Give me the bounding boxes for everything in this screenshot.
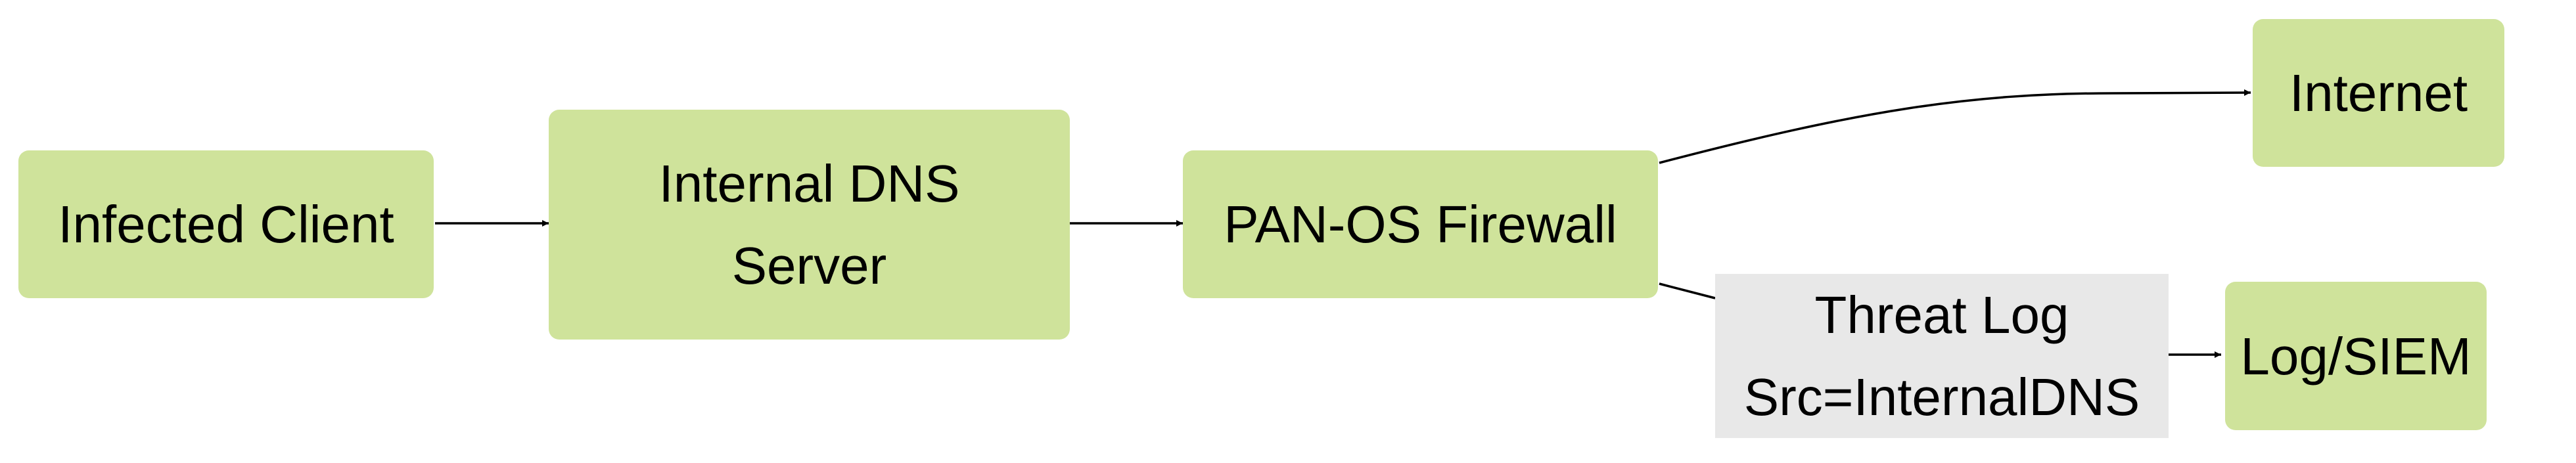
node-internal-dns-label-line2: Server (731, 236, 887, 295)
node-log-siem: Log/SIEM (2225, 282, 2487, 430)
node-infected-client-label: Infected Client (58, 195, 394, 254)
node-pan-os-firewall: PAN-OS Firewall (1183, 150, 1658, 298)
node-internal-dns-server: Internal DNS Server (549, 110, 1070, 340)
edge-firewall-to-internet (1659, 89, 2251, 164)
edge-firewall-to-threat-log (1659, 282, 1716, 299)
node-infected-client: Infected Client (18, 150, 434, 298)
node-threat-log: Threat Log Src=InternalDNS (1715, 274, 2169, 438)
node-threat-log-label-line2: Src=InternalDNS (1743, 368, 2140, 426)
node-internet: Internet (2253, 19, 2504, 167)
node-internet-label: Internet (2289, 64, 2468, 122)
node-log-siem-label: Log/SIEM (2240, 326, 2472, 386)
node-internal-dns-label-line1: Internal DNS (658, 154, 960, 213)
node-threat-log-label-line1: Threat Log (1814, 286, 2069, 344)
node-firewall-label: PAN-OS Firewall (1224, 195, 1617, 254)
